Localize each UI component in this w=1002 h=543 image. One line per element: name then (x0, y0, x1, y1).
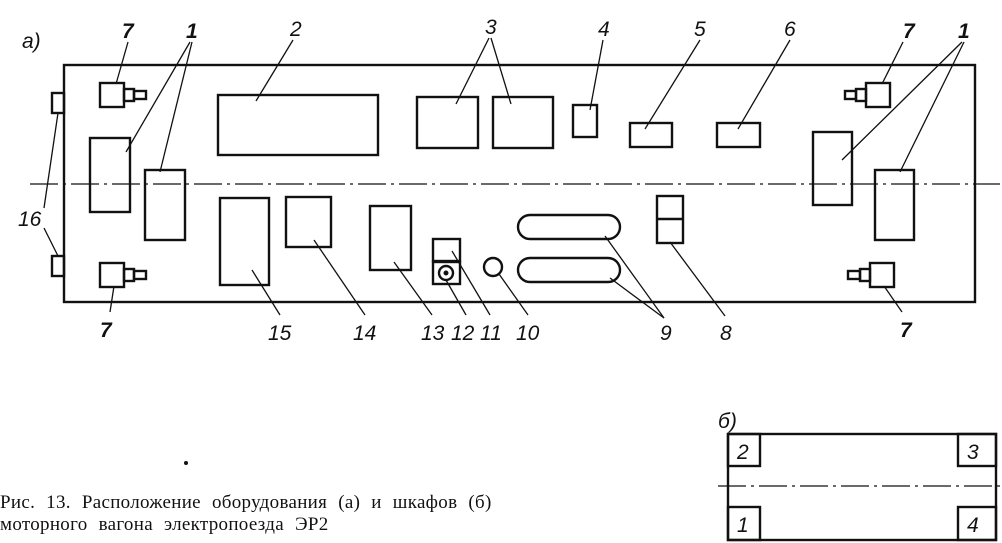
unit-6 (715, 121, 762, 149)
unit-1 (88, 136, 132, 214)
unit-10 (482, 256, 504, 278)
callout-7: 7 (122, 20, 135, 43)
unit-15 (218, 196, 271, 287)
callout-1: 1 (958, 20, 970, 43)
caption-line-2: моторного вагона электропоезда ЭР2 (0, 514, 329, 535)
connector-16-top (50, 91, 66, 115)
callout-4: 4 (598, 18, 610, 41)
unit-1 (873, 168, 916, 242)
callout-10: 10 (516, 322, 540, 345)
connector-16-bottom (50, 254, 66, 278)
unit-12 (431, 260, 462, 286)
unit-13 (368, 204, 413, 272)
part-a-label: а) (22, 30, 41, 53)
cabinet-3-label: 3 (967, 441, 979, 464)
callout-2: 2 (289, 18, 302, 41)
unit-9 (516, 256, 622, 284)
unit-5 (628, 121, 674, 149)
callout-7: 7 (100, 319, 113, 342)
callout-15: 15 (268, 322, 292, 345)
unit-2 (216, 93, 380, 157)
unit-7-top-left (98, 81, 148, 109)
unit-7-bottom-left (98, 261, 148, 289)
callout-8: 8 (720, 322, 732, 345)
cabinet-1-label: 1 (737, 514, 749, 537)
unit-3 (491, 95, 555, 150)
unit-1 (811, 130, 854, 207)
callout-16: 16 (18, 208, 42, 231)
unit-4 (571, 103, 599, 139)
part-b-label: б) (718, 410, 737, 433)
callout-13: 13 (421, 322, 445, 345)
unit-14 (284, 195, 333, 249)
callout-7: 7 (900, 319, 913, 342)
callout-14: 14 (353, 322, 376, 345)
callout-6: 6 (784, 18, 796, 41)
callout-12: 12 (451, 322, 475, 345)
cabinet-2-label: 2 (736, 441, 749, 464)
unit-9 (516, 213, 622, 241)
unit-7-top-right (843, 81, 892, 109)
cabinet-layout-outline (726, 432, 998, 542)
callout-3: 3 (485, 16, 497, 39)
unit-1 (143, 168, 187, 242)
cabinet-1 (726, 505, 762, 542)
cabinet-2 (726, 432, 762, 468)
callout-11: 11 (480, 322, 502, 345)
callout-7: 7 (903, 20, 916, 43)
cabinet-4-label: 4 (967, 514, 979, 537)
unit-3 (415, 95, 480, 150)
callout-5: 5 (694, 18, 706, 41)
caption-line-1: Рис. 13. Расположение оборудования (а) и… (0, 492, 492, 513)
callout-1: 1 (186, 20, 198, 43)
cabinet-3 (956, 432, 998, 468)
cabinet-4 (956, 505, 998, 542)
unit-7-bottom-right (846, 261, 896, 289)
callout-9: 9 (660, 322, 672, 345)
